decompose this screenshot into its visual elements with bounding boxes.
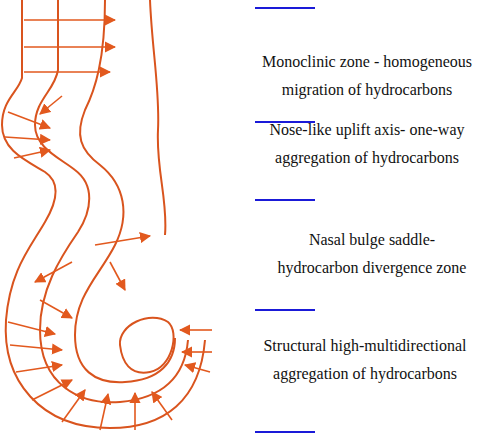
migration-arrow xyxy=(62,390,85,422)
migration-arrow xyxy=(24,19,115,21)
migration-arrow xyxy=(185,365,210,372)
migration-arrow xyxy=(134,393,136,430)
migration-arrow xyxy=(40,96,62,114)
closed-contour xyxy=(120,318,174,373)
contour-line xyxy=(35,0,188,402)
zone-divider xyxy=(255,7,315,9)
migration-arrow xyxy=(14,150,50,158)
migration-arrow xyxy=(180,329,212,331)
migration-arrow xyxy=(16,365,62,372)
zone-divider xyxy=(255,309,315,311)
zone-label: Structural high-multidirectional aggrega… xyxy=(250,332,480,388)
migration-arrow xyxy=(8,322,55,334)
migration-arrow xyxy=(32,380,72,400)
contour-line xyxy=(2,0,205,428)
migration-arrow xyxy=(40,300,72,318)
migration-arrow xyxy=(10,345,62,350)
migration-arrow xyxy=(152,392,172,420)
zone-label: Nasal bulge saddle- hydrocarbon divergen… xyxy=(274,226,470,282)
migration-arrow xyxy=(100,394,108,430)
contour-line xyxy=(150,0,165,235)
migration-arrow xyxy=(24,46,115,48)
migration-arrow xyxy=(35,262,72,282)
contour-line xyxy=(75,0,175,382)
migration-arrow xyxy=(95,236,150,245)
migration-arrows xyxy=(5,20,212,430)
migration-arrow xyxy=(110,262,125,290)
zone-label: Nose-like uplift axis- one-way aggregati… xyxy=(252,116,482,172)
migration-arrow xyxy=(24,71,110,73)
zone-label: Monoclinic zone - homogeneous migration … xyxy=(252,48,482,104)
migration-arrow xyxy=(8,112,50,128)
zone-divider xyxy=(255,431,315,433)
migration-arrow xyxy=(5,137,50,140)
migration-arrow xyxy=(182,351,212,353)
contour-lines xyxy=(2,0,205,428)
zone-divider xyxy=(255,199,315,201)
